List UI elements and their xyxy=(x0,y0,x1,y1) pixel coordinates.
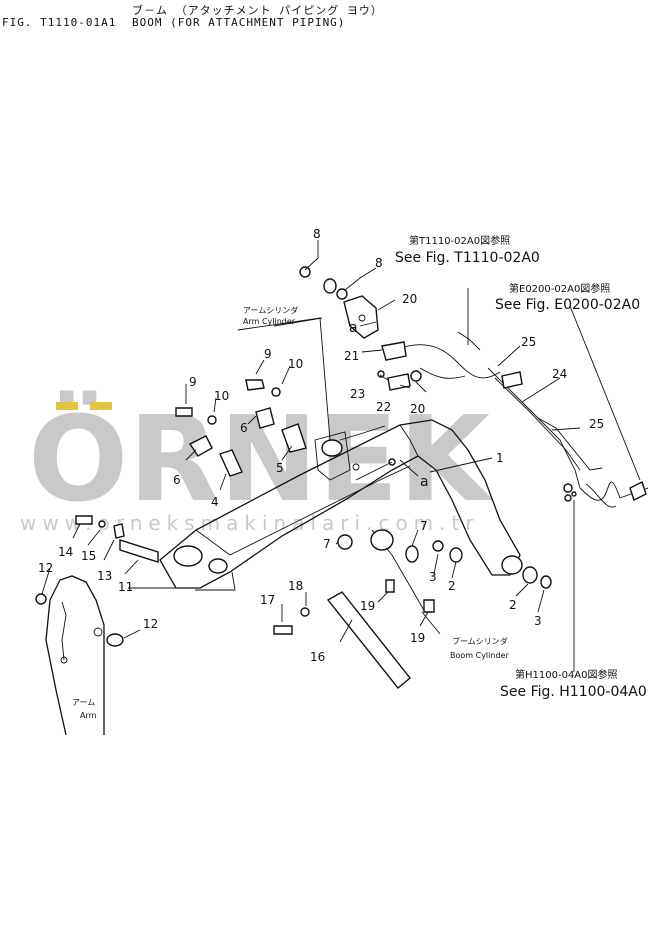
arm-label-en: Arm xyxy=(80,711,97,720)
part-number: 8 xyxy=(313,227,321,241)
reference-en: See Fig. T1110-02A0 xyxy=(395,250,540,266)
figure-title: BOOM (FOR ATTACHMENT PIPING) xyxy=(132,16,346,29)
part-number: 11 xyxy=(118,580,133,594)
part-number: 1 xyxy=(496,451,504,465)
reference-jp: 第E0200-02A0図参照 xyxy=(509,282,610,295)
reference-jp: 第T1110-02A0図参照 xyxy=(409,234,510,247)
arm-cylinder-label-jp: アームシリンダ xyxy=(243,305,298,315)
boom-foot-pin-boss xyxy=(173,545,203,567)
part-number: 13 xyxy=(97,569,112,583)
part-number: 7 xyxy=(323,537,331,551)
boom-cylinder xyxy=(326,529,426,689)
part-number: 9 xyxy=(264,347,272,361)
part-number: 14 xyxy=(58,545,73,559)
leader-lines xyxy=(41,240,641,672)
pipe-block-20 xyxy=(343,295,379,339)
reference-e0200: 第E0200-02A0図参照 See Fig. E0200-02A0 xyxy=(495,282,640,313)
watermark-accent xyxy=(90,402,112,410)
reference-t1110: 第T1110-02A0図参照 See Fig. T1110-02A0 xyxy=(395,234,540,266)
part-number: 5 xyxy=(276,461,284,475)
hose-assembly xyxy=(394,331,649,508)
reference-jp: 第H1100-04A0図参照 xyxy=(515,668,618,681)
boom-tip-boss xyxy=(501,555,523,575)
reference-en: See Fig. H1100-04A0 xyxy=(500,684,647,700)
part-number: 24 xyxy=(552,367,567,381)
part-number: 23 xyxy=(350,387,365,401)
mark-a-arrow xyxy=(359,321,377,327)
mark-a: a xyxy=(349,320,358,336)
part-number: 12 xyxy=(38,561,53,575)
reference-h1100: 第H1100-04A0図参照 See Fig. H1100-04A0 xyxy=(500,668,647,700)
part-number: 2 xyxy=(448,579,456,593)
part-number: 8 xyxy=(375,256,383,270)
part-number: 20 xyxy=(402,292,417,306)
boom-cylinder-label-jp: ブームシリンダ xyxy=(452,636,508,646)
part-number: 6 xyxy=(240,421,248,435)
reference-en: See Fig. E0200-02A0 xyxy=(495,297,640,313)
arm-body: アーム Arm xyxy=(45,575,105,736)
arm-cylinder-label-en: Arm Cylinder xyxy=(243,317,296,326)
part-number: 2 xyxy=(509,598,517,612)
part-number: 21 xyxy=(344,349,359,363)
part-number: 10 xyxy=(288,357,303,371)
part-number: 10 xyxy=(214,389,229,403)
watermark-url: www.orneksmakinalari.com.tr xyxy=(20,511,480,535)
part-number: 25 xyxy=(521,335,536,349)
part-number: 19 xyxy=(410,631,425,645)
part-number: 3 xyxy=(429,570,437,584)
mark-a-arrow xyxy=(399,459,419,477)
part-number: 15 xyxy=(81,549,96,563)
part-number: 25 xyxy=(589,417,604,431)
part-number: 20 xyxy=(410,402,425,416)
part-number: 9 xyxy=(189,375,197,389)
boom-cylinder-label-en: Boom Cylinder xyxy=(450,651,509,660)
part-number-labels: 8 8 20 21 23 22 20 25 24 25 9 10 9 10 6 … xyxy=(38,227,604,664)
arm-cyl-bracket xyxy=(321,439,343,457)
part-number: 3 xyxy=(534,614,542,628)
part-number: 12 xyxy=(143,617,158,631)
part-number: 18 xyxy=(288,579,303,593)
part-number: 19 xyxy=(360,599,375,613)
boom-body xyxy=(159,419,523,591)
watermark-accent xyxy=(56,402,78,410)
part-number: 4 xyxy=(211,495,219,509)
part-number: 16 xyxy=(310,650,325,664)
part-number: 6 xyxy=(173,473,181,487)
part-number: 22 xyxy=(376,400,391,414)
part-number: 17 xyxy=(260,593,275,607)
jp-subtitle: ブ－ム （アタッチメント パイピング ヨウ） xyxy=(132,4,383,17)
part-number: 7 xyxy=(420,519,428,533)
arm-label-jp: アーム xyxy=(72,698,95,707)
figure-code: FIG. T1110-01A1 xyxy=(2,16,117,29)
hardware xyxy=(35,266,647,647)
mark-a: a xyxy=(420,474,429,490)
